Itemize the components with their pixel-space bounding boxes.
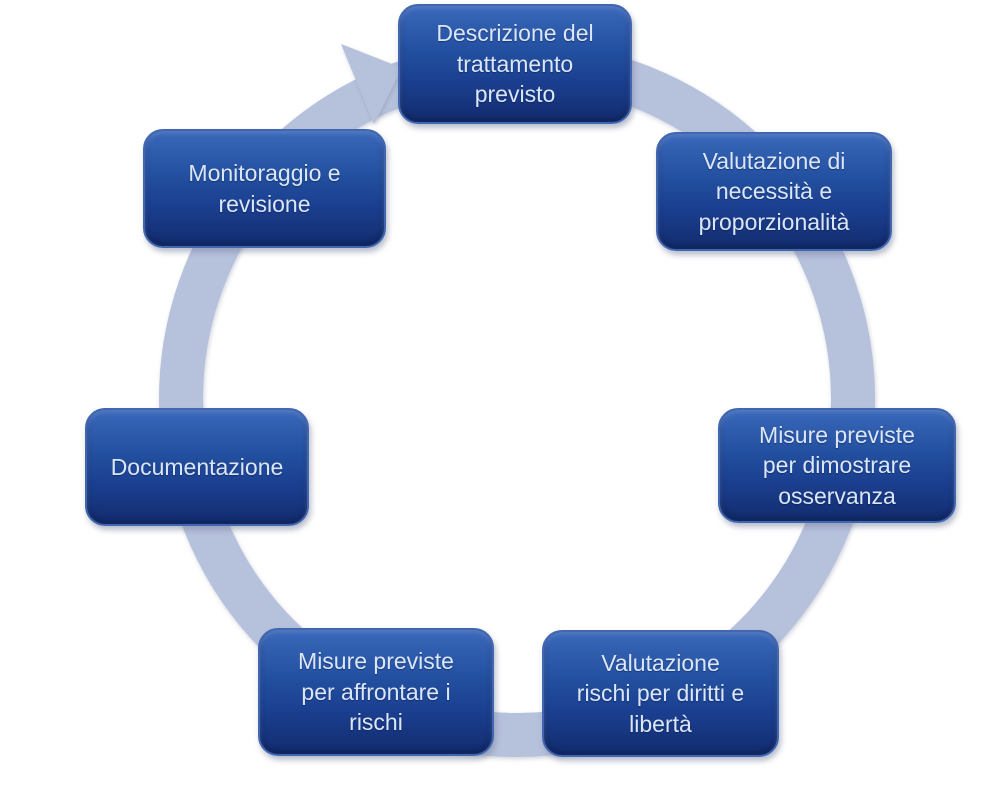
cycle-step-label: Valutazione di necessità e proporzionali… [698,147,850,235]
cycle-step-documentazione: Documentazione [85,408,309,526]
cycle-step-descrizione-trattamento: Descrizione del trattamento previsto [398,4,632,124]
cycle-step-misure-osservanza: Misure previste per dimostrare osservanz… [718,408,956,523]
cycle-step-misure-rischi: Misure previste per affrontare i rischi [258,628,494,756]
cycle-arrowhead-icon [341,44,402,124]
cycle-step-monitoraggio-revisione: Monitoraggio e revisione [143,129,386,248]
cycle-step-valutazione-necessita: Valutazione di necessità e proporzionali… [656,132,892,251]
cycle-step-label: Descrizione del trattamento previsto [436,20,594,108]
cycle-step-label: Misure previste per affrontare i rischi [298,648,454,736]
cycle-step-valutazione-rischi: Valutazione rischi per diritti e libertà [542,630,779,757]
cycle-step-label: Monitoraggio e revisione [188,160,341,217]
cycle-step-label: Valutazione rischi per diritti e libertà [576,649,745,737]
cycle-step-label: Misure previste per dimostrare osservanz… [759,421,915,509]
cycle-step-label: Documentazione [110,453,284,480]
